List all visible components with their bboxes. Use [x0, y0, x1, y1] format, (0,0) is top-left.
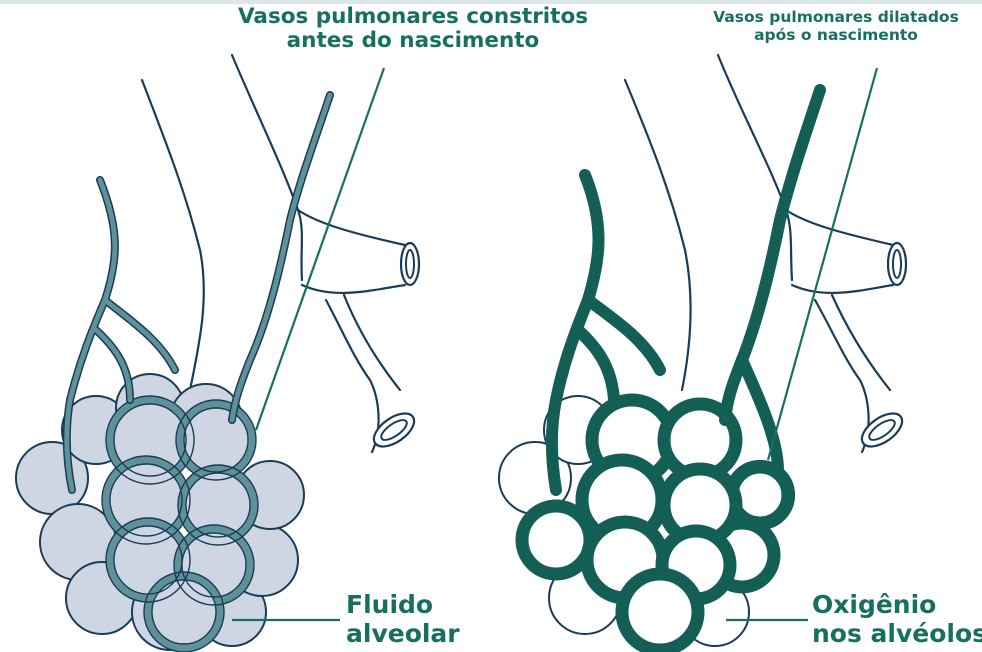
before-birth-panel [16, 55, 420, 652]
left-tube-end-1 [401, 243, 419, 285]
label-constricted-vessels: Vasos pulmonares constritos antes do nas… [228, 5, 598, 54]
label-oxygen-line1: Oxigênio [812, 590, 982, 619]
label-fluid-line2: alveolar [346, 619, 460, 648]
label-dilated-line1: Vasos pulmonares dilatados [690, 9, 982, 27]
label-constricted-line1: Vasos pulmonares constritos [228, 5, 598, 29]
label-oxygen-line2: nos alvéolos [812, 619, 982, 648]
label-dilated-vessels: Vasos pulmonares dilatados após o nascim… [690, 9, 982, 44]
after-birth-panel [499, 55, 908, 650]
label-oxygen-alveoli: Oxigênio nos alvéolos [812, 590, 982, 649]
left-tube-end-2 [368, 407, 419, 453]
right-tube-end-1 [888, 243, 906, 285]
label-fluid-line1: Fluido [346, 590, 460, 619]
label-dilated-line2: após o nascimento [690, 27, 982, 45]
label-alveolar-fluid: Fluido alveolar [346, 590, 460, 649]
label-constricted-line2: antes do nascimento [228, 29, 598, 53]
